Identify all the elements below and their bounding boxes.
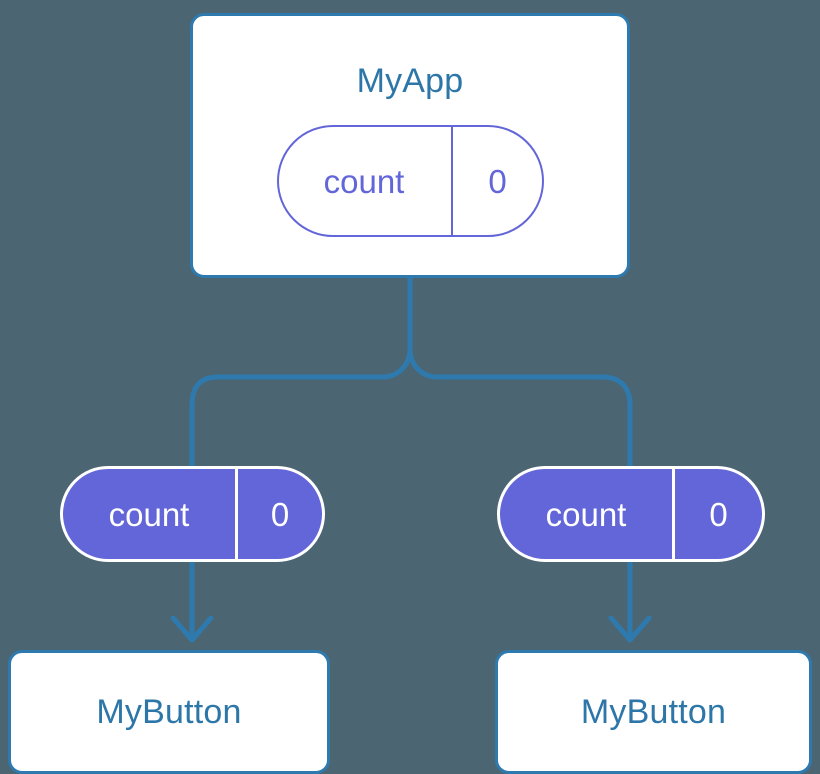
state-pill-label: count bbox=[279, 127, 453, 235]
props-pill-right-count[interactable]: count 0 bbox=[497, 466, 765, 562]
props-pill-value: 0 bbox=[709, 495, 728, 533]
connector-split-right bbox=[407, 349, 602, 380]
connector-branch-left bbox=[189, 374, 219, 470]
component-card-mybutton-right[interactable]: MyButton bbox=[495, 650, 812, 774]
props-pill-value: 0 bbox=[270, 495, 290, 533]
state-pill-myapp-count[interactable]: count 0 bbox=[277, 125, 544, 237]
props-arrow-right-icon bbox=[608, 615, 652, 643]
component-title-myapp: MyApp bbox=[356, 62, 464, 100]
connector-branch-right bbox=[601, 374, 633, 470]
props-pill-left-count[interactable]: count 0 bbox=[60, 466, 325, 562]
component-title-mybutton: MyButton bbox=[96, 693, 242, 731]
state-pill-value: 0 bbox=[488, 162, 507, 200]
props-arrow-left-icon bbox=[170, 615, 214, 643]
props-pill-label: count bbox=[63, 469, 238, 559]
component-card-mybutton-left[interactable]: MyButton bbox=[8, 650, 330, 774]
component-title-mybutton: MyButton bbox=[580, 693, 727, 731]
props-pill-label: count bbox=[500, 469, 675, 559]
